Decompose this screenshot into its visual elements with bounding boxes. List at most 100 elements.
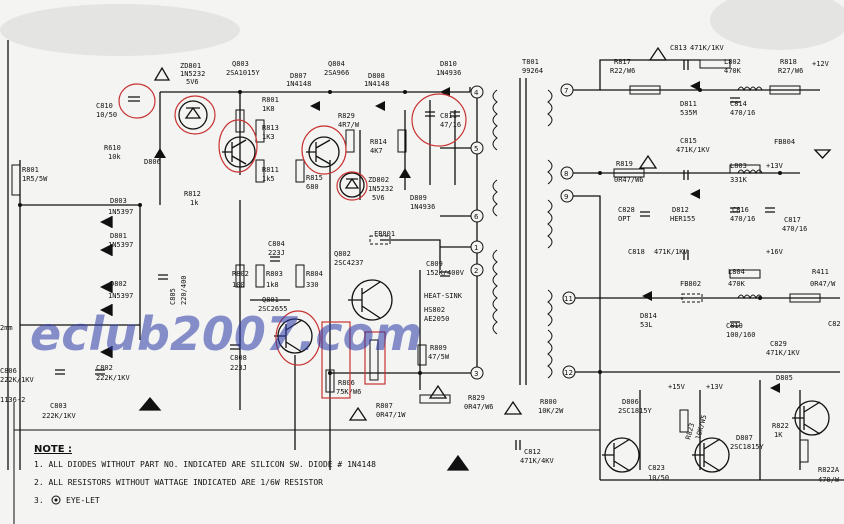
- label-d814-type: 53L: [640, 321, 653, 329]
- label-c817-value: 470/16: [782, 225, 807, 233]
- pin-8: 8: [564, 170, 568, 178]
- label-r807: R807: [376, 402, 393, 410]
- label-c803: C803: [50, 402, 67, 410]
- label-q803-type: 2SA1015Y: [226, 69, 261, 77]
- label-c808-value: 223J: [230, 364, 247, 372]
- label-l804: L804: [728, 268, 745, 276]
- label-d807b: D807: [736, 434, 753, 442]
- label-d801-type: 1N5397: [108, 241, 133, 249]
- label-r804: R804: [306, 270, 323, 278]
- pin-5: 5: [474, 145, 478, 153]
- label-d811: D811: [680, 100, 697, 108]
- label-c802-value: 222K/1KV: [96, 374, 131, 382]
- label-c813: C813: [670, 44, 687, 52]
- label-r822a: R822A: [818, 466, 840, 474]
- label-r800: R800: [540, 398, 557, 406]
- label-r811-value: 1k5: [262, 175, 275, 183]
- label-c823: C823: [648, 464, 665, 472]
- label-c809: C809: [426, 260, 443, 268]
- component-labels: ZD801 1N5232 5V6 Q803 2SA1015Y D807 1N41…: [0, 44, 841, 484]
- label-d807b-type: 2SC1815Y: [730, 443, 765, 451]
- label-c819: C819: [726, 322, 743, 330]
- label-v13b: +13V: [706, 383, 724, 391]
- label-c805-value: 220/400: [180, 275, 188, 305]
- label-c802: C802: [96, 364, 113, 372]
- label-c812-value: 471K/4KV: [520, 457, 555, 465]
- label-l802: L802: [724, 58, 741, 66]
- pin-11: 11: [564, 295, 573, 303]
- label-d808-type: 1N4148: [364, 80, 389, 88]
- label-c816: C816: [732, 206, 749, 214]
- label-l803-value: 331K: [730, 176, 748, 184]
- label-c818-value: 471K/1KV: [654, 248, 689, 256]
- label-c813-value: 471K/1KV: [690, 44, 725, 52]
- label-r822a-value: 470/W: [818, 476, 840, 484]
- label-r812: R812: [184, 190, 201, 198]
- label-q802-type: 2SC4237: [334, 259, 364, 267]
- label-d806b: D806: [622, 398, 639, 406]
- label-r807-value: 0R47/1W: [376, 411, 406, 419]
- label-d810: D810: [440, 60, 457, 68]
- label-d809: D809: [410, 194, 427, 202]
- label-r812-value: 1k: [190, 199, 199, 207]
- label-d809-type: 1N4936: [410, 203, 435, 211]
- label-c815-value: 471K/1KV: [676, 146, 711, 154]
- label-d807-type: 1N4148: [286, 80, 311, 88]
- label-zd801: ZD801: [180, 62, 201, 70]
- label-d807: D807: [290, 72, 307, 80]
- pin-4: 4: [474, 89, 479, 97]
- label-r800-value: 10K/2W: [538, 407, 564, 415]
- label-c823-value: 10/50: [648, 474, 669, 482]
- label-c814-value: 470/16: [730, 109, 755, 117]
- note-line-1: 1. ALL DIODES WITHOUT PART NO. INDICATED…: [34, 460, 376, 469]
- label-l802-value: 470K: [724, 67, 742, 75]
- label-2mm: 2mm: [0, 324, 13, 332]
- label-zd801-voltage: 5V6: [186, 78, 199, 86]
- note-line-3: 3.: [34, 496, 44, 505]
- label-c818: C818: [628, 248, 645, 256]
- label-r822-value: 1K: [774, 431, 783, 439]
- label-fb801: FB801: [374, 230, 395, 238]
- pin-9: 9: [564, 193, 568, 201]
- label-q801: Q801: [262, 296, 279, 304]
- label-r811: R811: [262, 166, 279, 174]
- label-r801-value: 1R5/5W: [22, 175, 48, 183]
- notes: NOTE : 1. ALL DIODES WITHOUT PART NO. IN…: [34, 444, 376, 505]
- label-r822: R822: [772, 422, 789, 430]
- label-c829: C829: [770, 340, 787, 348]
- label-r829: R829: [338, 112, 355, 120]
- label-c808: C808: [230, 354, 247, 362]
- pin-2: 2: [474, 267, 478, 275]
- label-q801-type: 2SC2655: [258, 305, 288, 313]
- label-d812: D812: [672, 206, 689, 214]
- label-d814: D814: [640, 312, 657, 320]
- label-v15: +15V: [668, 383, 686, 391]
- label-c811: C811: [440, 112, 457, 120]
- label-t801: T801: [522, 58, 539, 66]
- label-r806-value: 75K/W6: [336, 388, 361, 396]
- label-c828: C828: [618, 206, 635, 214]
- label-r829-value: 4R7/W: [338, 121, 360, 129]
- label-c806-value: 222K/1KV: [0, 376, 35, 384]
- label-r815-value: 680: [306, 183, 319, 191]
- label-v13: +13V: [766, 162, 784, 170]
- label-d808: D808: [368, 72, 385, 80]
- label-r804-value: 330: [306, 281, 319, 289]
- label-fb804: FB804: [774, 138, 795, 146]
- label-r801a-value: 1K8: [262, 105, 275, 113]
- label-t801-part: 99264: [522, 67, 543, 75]
- label-q803: Q803: [232, 60, 249, 68]
- label-hs802-part: AE2050: [424, 315, 449, 323]
- label-zd802-voltage: 5V6: [372, 194, 385, 202]
- label-q804: Q804: [328, 60, 345, 68]
- label-r801a: R801: [262, 96, 279, 104]
- label-r802-value: 100: [232, 281, 245, 289]
- label-r813: R813: [262, 124, 279, 132]
- label-r829b-value: 0R47/W6: [464, 403, 494, 411]
- label-heatsink: HEAT-SINK: [424, 292, 463, 300]
- label-r806: R806: [338, 379, 355, 387]
- transistors: [178, 100, 830, 473]
- label-c819-value: 100/160: [726, 331, 756, 339]
- label-d806b-type: 2SC1815Y: [618, 407, 653, 415]
- label-c815: C815: [680, 137, 697, 145]
